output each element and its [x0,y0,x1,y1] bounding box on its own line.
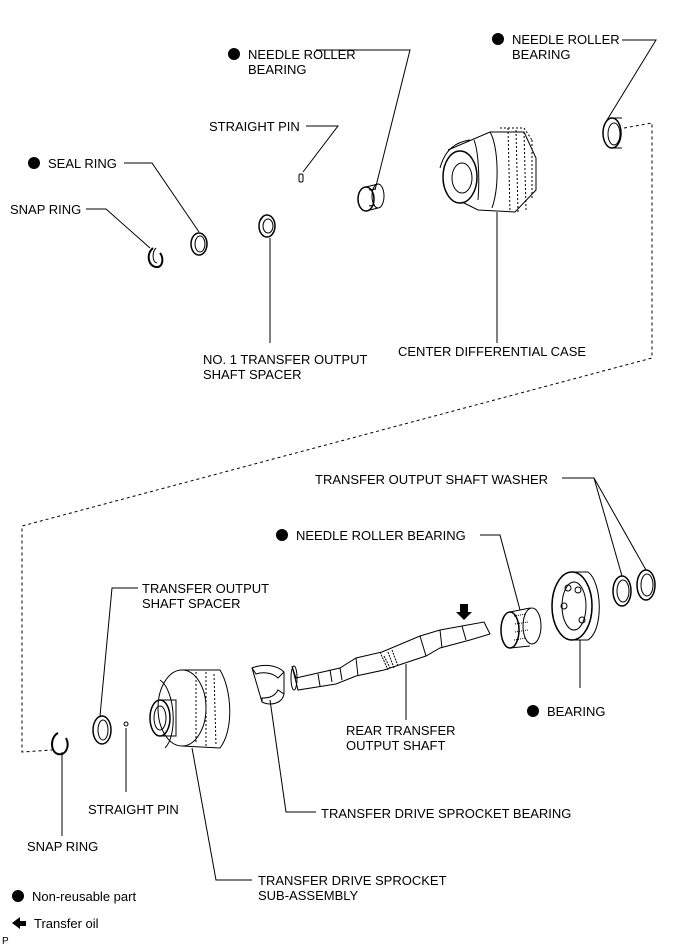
label-line-2: SHAFT SPACER [142,596,241,611]
non-reusable-bullet-icon [228,48,240,60]
label-output-shaft-washer: TRANSFER OUTPUT SHAFT WASHER [315,472,548,487]
label-text: STRAIGHT PIN [88,802,179,817]
page-marker: P [2,936,9,947]
label-center-diff-case: CENTER DIFFERENTIAL CASE [398,344,586,359]
label-text: SNAP RING [10,202,82,217]
drive-sprocket-part [149,669,231,749]
page-marker-text: P [2,936,9,947]
seal-ring-part [190,232,208,256]
label-line-1: NEEDLE ROLLER [248,47,356,62]
snap-ring-top-part [147,247,164,269]
non-reusable-bullet-icon [276,529,288,541]
label-line-1: TRANSFER DRIVE SPROCKET [258,873,447,888]
assembly-dashed-line [21,122,653,753]
label-rear-output-shaft: REAR TRANSFER OUTPUT SHAFT [346,723,456,753]
label-line-1: NEEDLE ROLLER [512,32,620,47]
bearing-part [551,571,600,641]
label-text: CENTER DIFFERENTIAL CASE [398,344,587,359]
label-text: TRANSFER OUTPUT SHAFT WASHER [315,472,549,487]
label-seal-ring: SEAL RING [28,156,117,171]
label-text: BEARING [547,704,606,719]
legend-transfer-oil-text: Transfer oil [34,916,99,931]
legend-non-reusable: Non-reusable part [12,889,136,904]
label-sprocket-bearing: TRANSFER DRIVE SPROCKET BEARING [321,806,571,821]
non-reusable-bullet-icon [492,33,504,45]
leader-needle-mid [480,534,521,611]
label-text: SNAP RING [27,839,99,854]
output-shaft-washer-parts [612,569,656,607]
leader-seal-ring [124,162,200,233]
non-reusable-bullet-icon [28,157,40,169]
label-needle-roller-bearing-right: NEEDLE ROLLER BEARING [492,32,620,62]
label-line-1: REAR TRANSFER [346,723,456,738]
label-line-2: SHAFT SPACER [203,367,302,382]
leader-snap-ring-top [86,208,151,249]
center-diff-case-part [439,127,537,213]
transfer-oil-arrow-tail [20,921,26,926]
label-needle-roller-bearing-top: NEEDLE ROLLER BEARING [228,47,356,77]
needle-roller-bearing-top-part [357,183,385,212]
label-text: TRANSFER DRIVE SPROCKET BEARING [321,806,572,821]
label-text: NEEDLE ROLLER BEARING [296,528,466,543]
label-line-2: SUB-ASSEMBLY [258,888,359,903]
label-text: STRAIGHT PIN [209,119,300,134]
leader-washer [562,477,647,577]
leader-sprocket-bearing [269,699,316,813]
straight-pin-bottom-part [123,721,129,727]
needle-roller-bearing-mid-part [500,607,542,649]
transfer-oil-arrow-icon [12,917,20,929]
leader-drive-sprocket [191,747,252,881]
label-line-2: OUTPUT SHAFT [346,738,446,753]
label-line-2: BEARING [248,62,307,77]
leader-needle-top [316,49,411,191]
leader-output-shaft-spacer [99,587,138,717]
label-straight-pin-top: STRAIGHT PIN [209,119,300,134]
label-snap-ring-bottom: SNAP RING [27,839,98,854]
needle-roller-bearing-right-part [602,117,622,149]
label-snap-ring-top: SNAP RING [10,202,81,217]
leader-straight-pin-top [302,125,340,173]
legend-non-reusable-text: Non-reusable part [32,889,137,904]
rear-output-shaft-part [290,621,491,691]
no1-spacer-part [258,214,276,238]
label-output-shaft-spacer: TRANSFER OUTPUT SHAFT SPACER [142,581,269,611]
straight-pin-top-part [298,173,304,183]
non-reusable-bullet-icon [527,705,539,717]
label-straight-pin-bottom: STRAIGHT PIN [88,802,179,817]
leader-needle-right [606,39,657,121]
legend-transfer-oil: Transfer oil [12,916,99,931]
label-line-2: BEARING [512,47,571,62]
snap-ring-bottom-part [51,732,69,756]
sprocket-bearing-part [251,664,285,705]
label-text: SEAL RING [48,156,117,171]
label-no1-spacer: NO. 1 TRANSFER OUTPUT SHAFT SPACER [203,352,367,382]
label-drive-sprocket: TRANSFER DRIVE SPROCKET SUB-ASSEMBLY [258,873,447,903]
output-shaft-spacer-part [92,715,112,745]
transfer-oil-arrow [456,604,472,620]
non-reusable-bullet-icon [12,890,24,902]
label-needle-roller-bearing-mid: NEEDLE ROLLER BEARING [276,528,466,543]
label-bearing: BEARING [527,704,606,719]
label-line-1: TRANSFER OUTPUT [142,581,270,596]
label-line-1: NO. 1 TRANSFER OUTPUT [203,352,368,367]
